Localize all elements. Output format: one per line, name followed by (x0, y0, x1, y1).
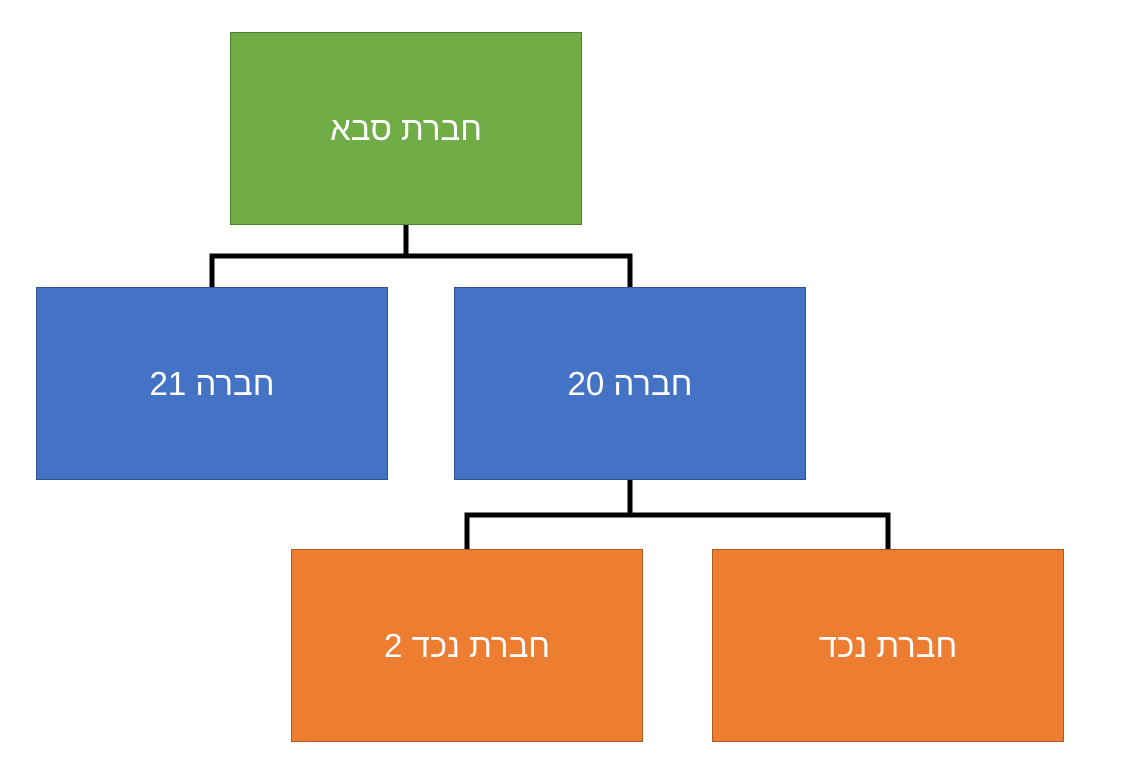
node-grandchild-2: חברת נכד 2 (291, 549, 643, 742)
node-root-label: חברת סבא (330, 109, 482, 147)
node-grandchild-1-label: חברת נכד (818, 626, 958, 664)
connector-root-to-children (209, 253, 633, 287)
node-grandchild-2-label: חברת נכד 2 (383, 626, 551, 664)
node-child-20: חברה 20 (454, 287, 806, 480)
node-child-21: חברה 21 (36, 287, 388, 480)
connector-child20-to-grandchildren (464, 512, 891, 549)
node-child-20-label: חברה 20 (567, 364, 693, 402)
node-child-21-label: חברה 21 (149, 364, 275, 402)
node-root: חברת סבא (230, 32, 582, 225)
node-grandchild-1: חברת נכד (712, 549, 1064, 742)
